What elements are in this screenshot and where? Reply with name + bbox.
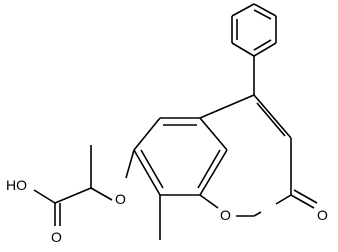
- hydroxyl-label: HO: [6, 177, 27, 193]
- propanoic-acid-chain: [33, 145, 92, 226]
- pyranone-ring: [199, 94, 292, 217]
- acid-carbonyl-oxygen-label: O: [51, 229, 62, 245]
- benzo-ring: [133, 117, 254, 217]
- ether-bond-ring: [125, 149, 135, 179]
- lactone-carbonyl: [290, 189, 318, 209]
- ring-oxygen-label: O: [220, 207, 231, 223]
- ether-bond-chain: [90, 187, 113, 201]
- phenyl-ring: [231, 3, 277, 57]
- lactone-carbonyl-oxygen-label: O: [317, 207, 328, 223]
- ether-oxygen-label: O: [115, 191, 126, 207]
